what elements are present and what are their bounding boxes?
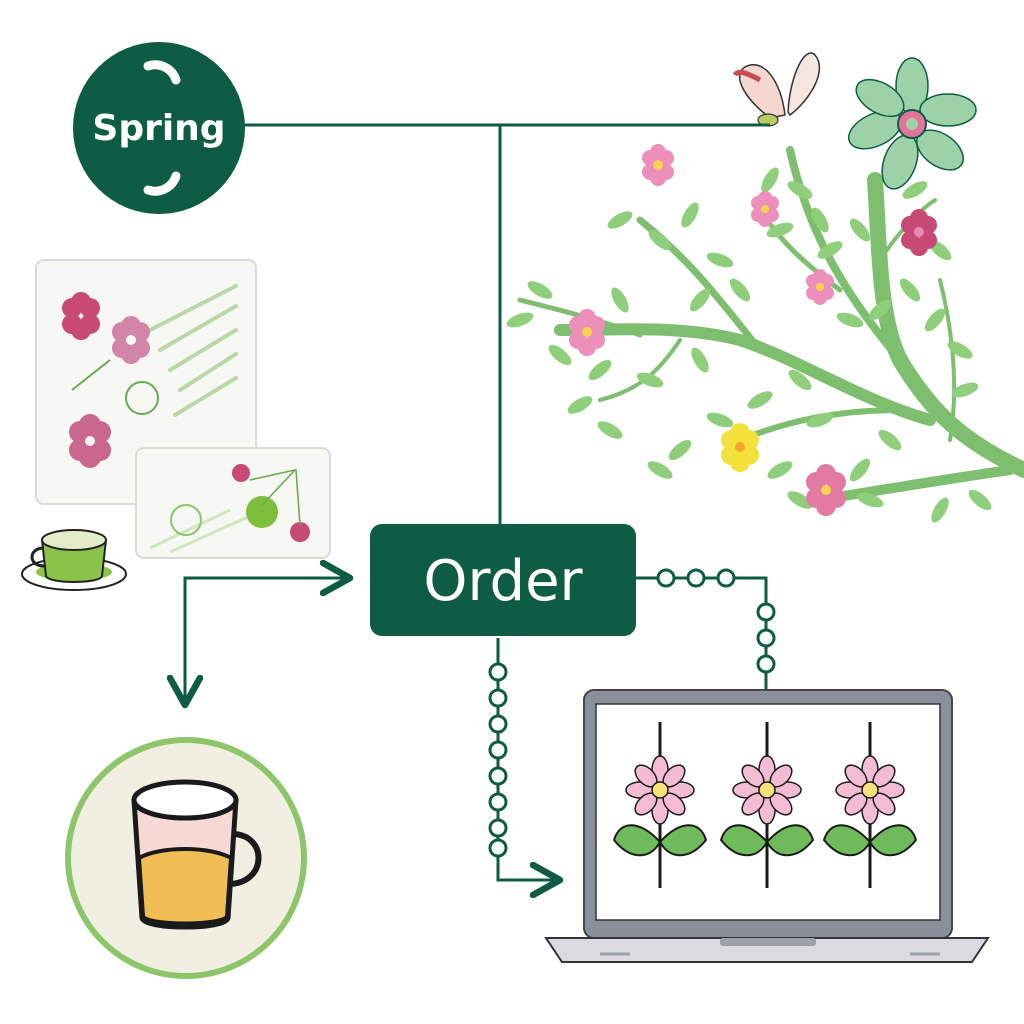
blossom-icon [751, 191, 779, 227]
order-to-laptop-chain [636, 576, 768, 690]
spring-label: Spring [92, 108, 225, 149]
flowering-branch-icon [506, 57, 1024, 523]
blossom-icon [642, 144, 674, 186]
order-node[interactable]: Order [370, 524, 636, 636]
blossom-icon [569, 309, 605, 356]
order-to-laptop-arrow [496, 638, 560, 880]
cards-to-order-arrow [185, 578, 350, 705]
chain-links [488, 568, 776, 858]
botanical-cards-icon [35, 259, 331, 559]
blossom-icon [901, 209, 937, 256]
order-label: Order [423, 549, 583, 614]
laptop-icon [544, 689, 990, 963]
teacup-icon [21, 529, 127, 591]
large-flower-icon [847, 57, 977, 190]
blossom-icon [721, 423, 759, 472]
flower-icon [822, 722, 918, 888]
blossom-icon [806, 269, 834, 305]
butterfly-icon [732, 52, 821, 127]
tea-glass-icon [65, 737, 307, 979]
connector-lines [185, 123, 770, 880]
spring-node[interactable]: Spring [73, 42, 245, 214]
flower-icon [719, 722, 815, 888]
flower-icon [612, 722, 708, 888]
blossom-icon [806, 464, 846, 516]
